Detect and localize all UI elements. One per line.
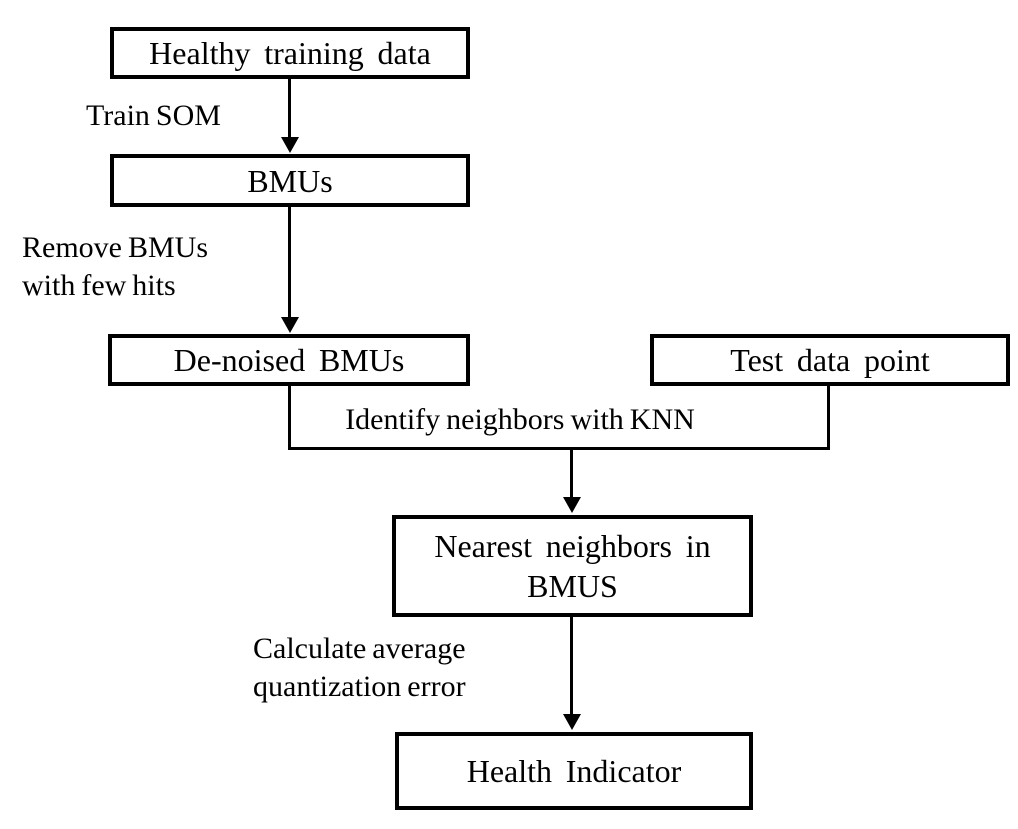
arrowhead-down-icon [281, 137, 299, 153]
arrowhead-down-icon [281, 317, 299, 333]
edge-healthy-to-bmus-line [288, 78, 291, 139]
edge-denoised-drop-line [288, 386, 291, 449]
node-health-indicator: Health Indicator [395, 732, 753, 810]
edge-label-remove-bmus: Remove BMUs with few hits [22, 229, 208, 305]
node-nearest-neighbors-label-line1: Nearest neighbors in [434, 528, 711, 564]
node-nearest-neighbors-label: Nearest neighbors in BMUS [434, 526, 710, 606]
edge-label-train-som: Train SOM [86, 99, 221, 132]
node-bmus: BMUs [110, 154, 470, 207]
edge-label-remove-bmus-line1: Remove BMUs [22, 231, 208, 264]
edge-label-calc-error-line1: Calculate average [253, 632, 466, 665]
arrowhead-down-icon [563, 714, 581, 730]
node-nearest-neighbors: Nearest neighbors in BMUS [392, 515, 753, 617]
edge-nearest-to-health-line [570, 617, 573, 715]
node-test-data-point-label: Test data point [730, 342, 930, 378]
arrowhead-down-icon [563, 497, 581, 513]
node-nearest-neighbors-label-line2: BMUS [527, 568, 618, 604]
edge-merge-to-nearest-line [570, 449, 573, 498]
edge-label-remove-bmus-line2: with few hits [22, 269, 176, 302]
node-health-indicator-label: Health Indicator [466, 753, 682, 789]
edge-merge-line [288, 447, 830, 450]
node-test-data-point: Test data point [650, 334, 1010, 386]
node-denoised-bmus-label: De-noised BMUs [173, 342, 405, 378]
node-bmus-label: BMUs [247, 162, 333, 199]
edge-label-calc-error-line2: quantization error [253, 670, 466, 703]
node-healthy-training-data-label: Healthy training data [149, 35, 431, 71]
node-healthy-training-data: Healthy training data [110, 27, 470, 79]
edge-test-drop-line [827, 386, 830, 449]
edge-bmus-to-denoised-line [288, 207, 291, 319]
edge-label-identify-knn: Identify neighbors with KNN [345, 403, 695, 436]
edge-label-calc-error: Calculate average quantization error [253, 630, 466, 706]
node-denoised-bmus: De-noised BMUs [108, 334, 470, 386]
